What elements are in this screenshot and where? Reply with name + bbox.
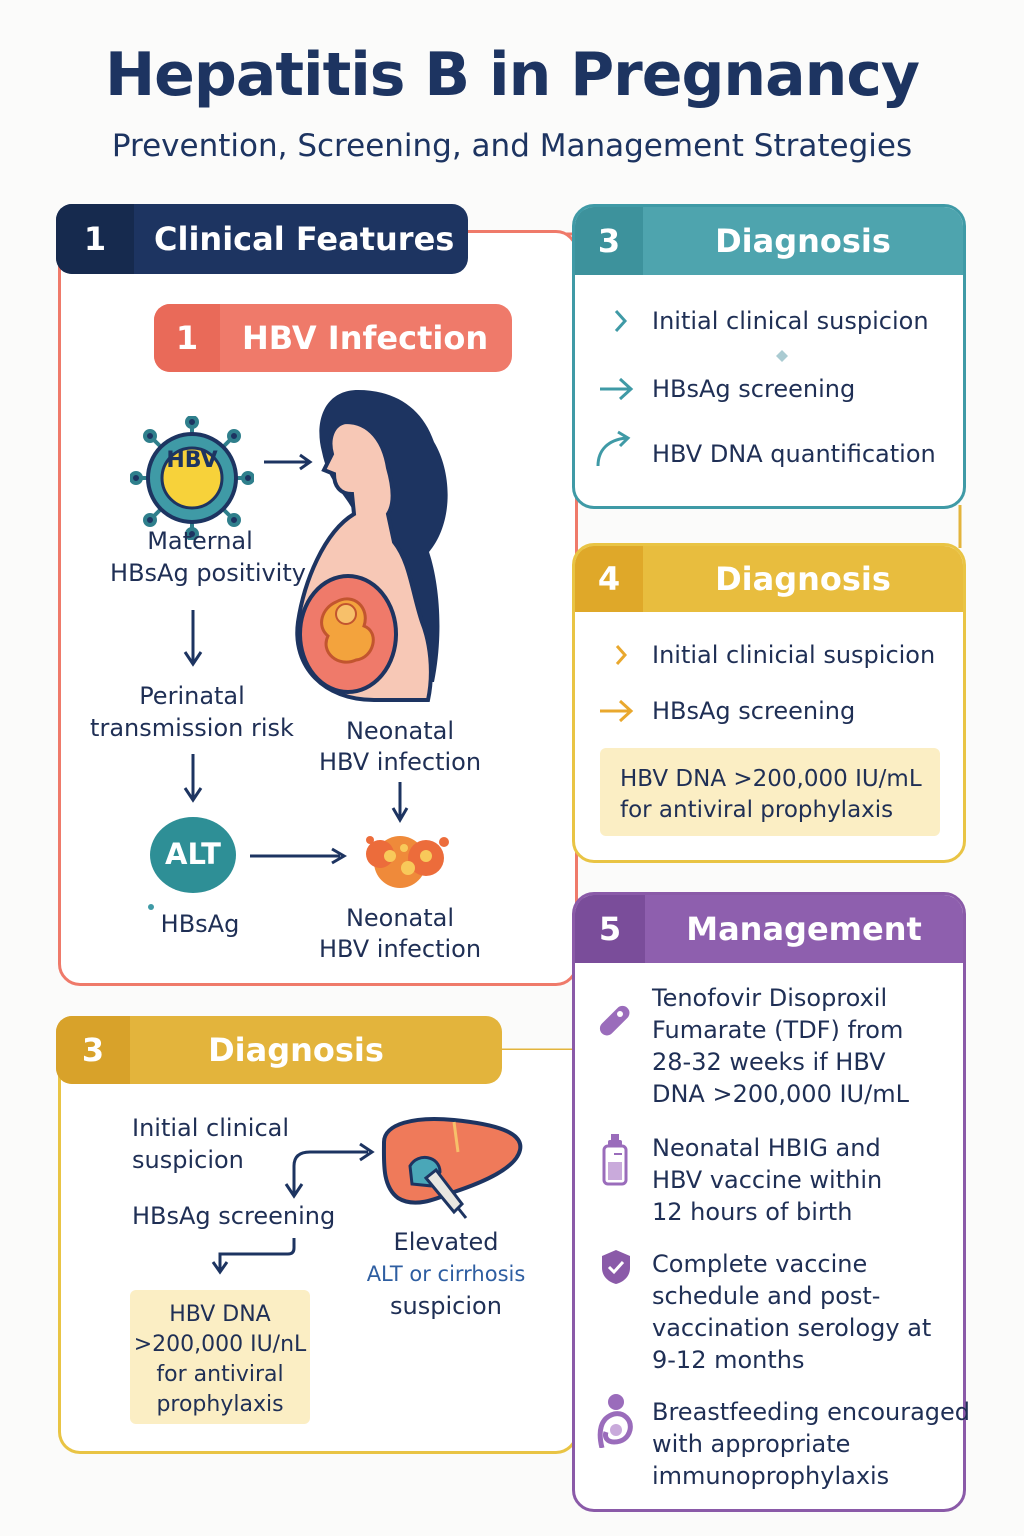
- diagnosis-item: HBsAg screening: [652, 697, 856, 725]
- arrow-right-icon: [250, 847, 347, 865]
- alt-label: ALT: [165, 837, 221, 871]
- management-header: 5 Management: [575, 895, 963, 963]
- diagnosis-teal-panel: 3 Diagnosis: [572, 204, 966, 509]
- liver-icon: [381, 1117, 523, 1219]
- section-number: 3: [56, 1016, 130, 1084]
- arrow-right-icon: [264, 453, 313, 471]
- diagnosis-item: HBsAg screening: [652, 375, 856, 403]
- arrow-down-icon: [391, 782, 409, 823]
- curved-arrow-icon: [284, 1142, 375, 1199]
- hbv-dna-note: HBV DNA >200,000 IU/mL for antiviral pro…: [600, 748, 940, 836]
- arrow-right-icon: [600, 699, 634, 723]
- management-item-vaccine: Complete vaccine schedule and post- vacc…: [652, 1250, 932, 1374]
- management-item-tdf: Tenofovir Disoproxil Fumarate (TDF) from…: [652, 984, 909, 1108]
- initial-suspicion-line1: Initial clinical: [132, 1114, 290, 1142]
- neonatal-label: Neonatal: [345, 717, 455, 745]
- management-item-breastfeeding: Breastfeeding encouraged with appropriat…: [652, 1398, 971, 1490]
- hbsag-positivity-label: HBsAg positivity: [110, 559, 306, 587]
- section-title: Diagnosis: [715, 560, 891, 598]
- maternal-label: Maternal: [147, 527, 253, 555]
- diagnosis-item: Initial clinical suspicion: [652, 307, 929, 335]
- note-line: >200,000 IU/nL: [133, 1332, 307, 1357]
- arrow-down-icon: [183, 610, 203, 667]
- hbv-infection-header: 1 HBV Infection: [154, 304, 512, 372]
- section-title: Diagnosis: [208, 1031, 384, 1069]
- elbow-arrow-icon: [211, 1238, 296, 1275]
- pregnant-woman-icon: [295, 390, 448, 702]
- suspicion-label: suspicion: [390, 1292, 502, 1320]
- page-subtitle: Prevention, Screening, and Management St…: [111, 128, 913, 164]
- section-number: 1: [56, 204, 134, 274]
- liver-cells-icon: [366, 836, 449, 888]
- clinical-features-header: 1 Clinical Features: [56, 204, 468, 274]
- shield-check-icon: [602, 1250, 630, 1284]
- note-line: for antiviral prophylaxis: [620, 797, 894, 823]
- curved-arrow-icon: [596, 430, 631, 467]
- dot-decoration: [776, 350, 788, 362]
- note-line: HBV DNA: [169, 1302, 271, 1327]
- dot-decoration: [148, 904, 154, 910]
- diagnosis-item: HBV DNA quantification: [652, 440, 936, 468]
- diagnosis-gold-header: 4 Diagnosis: [575, 546, 963, 612]
- section-number: 3: [575, 207, 643, 275]
- hbsag-label: HBsAg: [160, 910, 240, 938]
- section-number: 5: [575, 895, 645, 963]
- chevron-right-icon: [614, 309, 628, 333]
- hbv-infection-label: HBV infection: [318, 748, 482, 776]
- hbv-virus-icon: [130, 416, 254, 540]
- vial-icon: [602, 1134, 628, 1186]
- pill-icon: [599, 1005, 630, 1036]
- elevated-label: Elevated: [393, 1228, 499, 1256]
- section-title: Management: [686, 910, 922, 948]
- page-title: Hepatitis B in Pregnancy: [104, 40, 920, 110]
- arrow-right-icon: [600, 377, 634, 401]
- diagnosis-item: Initial clinicial suspicion: [652, 641, 936, 669]
- perinatal-label: Perinatal: [139, 682, 245, 710]
- subsection-title: HBV Infection: [242, 319, 489, 357]
- note-line: for antiviral: [156, 1362, 284, 1387]
- section-title: Clinical Features: [154, 220, 455, 258]
- breastfeeding-icon: [597, 1394, 633, 1448]
- section-title: Diagnosis: [715, 222, 891, 260]
- transmission-risk-label: transmission risk: [90, 714, 294, 742]
- management-panel: 5 Management: [572, 892, 966, 1512]
- hbv-dna-note: HBV DNA >200,000 IU/nL for antiviral pro…: [130, 1290, 310, 1424]
- chevron-right-icon: [615, 645, 628, 665]
- section-number: 4: [575, 546, 643, 612]
- initial-suspicion-line2: suspicion: [132, 1146, 244, 1174]
- note-line: prophylaxis: [156, 1392, 284, 1417]
- diagnosis-teal-header: 3 Diagnosis: [575, 207, 963, 275]
- alt-badge: [150, 817, 236, 893]
- hbv-infection-label: HBV infection: [318, 935, 482, 963]
- diagnosis-bottom-header: 3 Diagnosis: [56, 1016, 502, 1084]
- management-item-hbig: Neonatal HBIG and HBV vaccine within 12 …: [652, 1134, 883, 1226]
- virus-label: HBV: [166, 448, 218, 473]
- note-line: HBV DNA >200,000 IU/mL: [620, 766, 922, 792]
- hbsag-screening-label: HBsAg screening: [132, 1202, 336, 1230]
- subsection-number: 1: [154, 304, 220, 372]
- neonatal-label: Neonatal: [345, 904, 455, 932]
- alt-cirrhosis-label: ALT or cirrhosis: [366, 1262, 526, 1286]
- arrow-down-icon: [183, 754, 203, 803]
